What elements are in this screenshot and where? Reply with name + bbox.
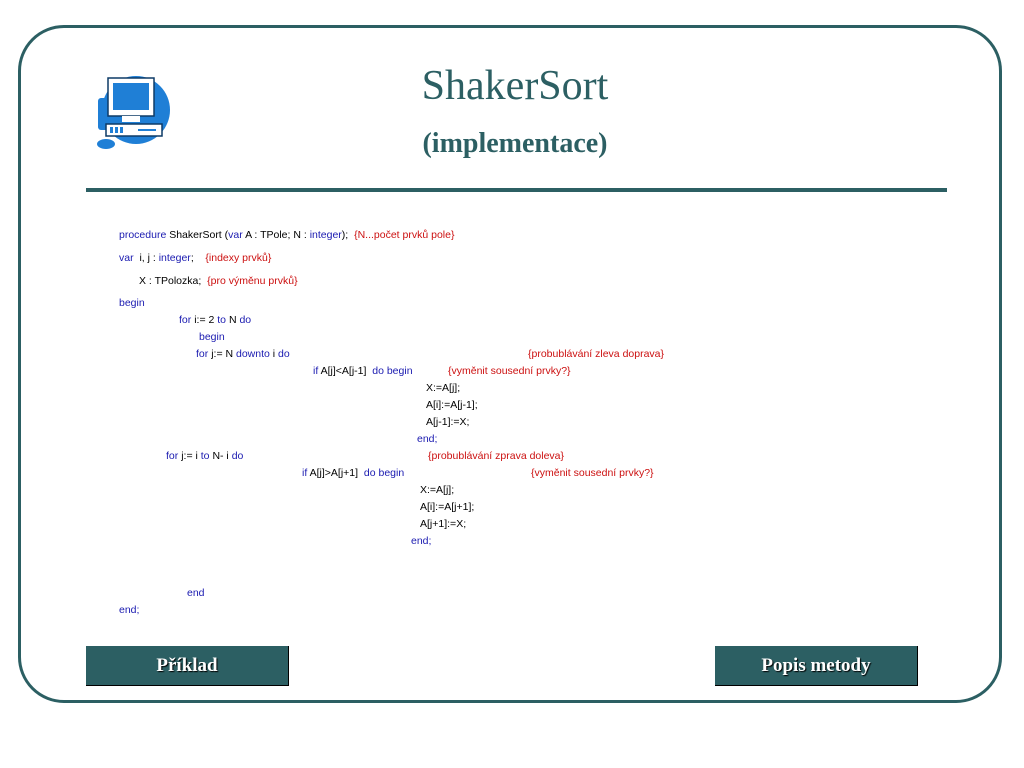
code-comment: {vyměnit sousední prvky?} — [448, 365, 571, 377]
code-text: j:= i — [181, 450, 198, 462]
code-line: end; — [417, 433, 438, 445]
code-keyword: do — [231, 450, 244, 462]
code-keyword: to — [217, 314, 227, 326]
code-keyword: for — [179, 314, 192, 326]
code-keyword: if — [302, 467, 308, 479]
code-comment: {pro výměnu prvků} — [207, 275, 298, 287]
code-line: A[j+1]:=X; — [420, 518, 467, 530]
code-line: begin — [199, 331, 225, 343]
code-line: end; — [411, 535, 432, 547]
code-text: i — [272, 348, 276, 360]
code-comment: {N...počet prvků pole} — [354, 229, 455, 241]
code-keyword: do begin — [372, 365, 413, 377]
code-keyword: do begin — [363, 467, 405, 479]
code-line: for j:= i to N- i do — [166, 450, 243, 463]
code-line: X : TPolozka; {pro výměnu prvků} — [139, 275, 298, 288]
code-comment: {indexy prvků} — [205, 252, 272, 264]
code-keyword: procedure — [119, 229, 167, 241]
code-text: N- i — [212, 450, 229, 462]
code-keyword: if — [313, 365, 319, 377]
code-text: A[j]>A[j+1] — [309, 467, 359, 479]
code-keyword: do — [239, 314, 252, 326]
code-line: X:=A[j]; — [420, 484, 455, 496]
computer-icon — [97, 76, 170, 149]
code-line: procedure ShakerSort (var A : TPole; N :… — [119, 229, 454, 242]
code-text: ShakerSort ( — [169, 229, 229, 241]
code-line: end — [187, 587, 205, 599]
code-keyword: var — [228, 229, 243, 241]
code-comment: {probublávání zprava doleva} — [428, 450, 565, 462]
code-keyword: var — [119, 252, 134, 264]
title-divider — [86, 188, 947, 192]
code-text: j:= N — [211, 348, 234, 360]
code-keyword: for — [196, 348, 209, 360]
code-line: end; — [119, 604, 140, 616]
code-keyword: do — [278, 348, 290, 360]
code-line: A[i]:=A[j-1]; — [426, 399, 478, 411]
code-comment: {vyměnit sousední prvky?} — [531, 467, 654, 479]
code-comment: {probublávání zleva doprava} — [528, 348, 665, 360]
code-text: A[j]<A[j-1] — [320, 365, 367, 377]
code-line: begin — [119, 297, 145, 309]
code-line: if A[j]<A[j-1] do begin — [313, 365, 413, 378]
code-line: X:=A[j]; — [426, 382, 461, 394]
page-title: ShakerSort — [421, 63, 609, 109]
code-text: i:= 2 — [194, 314, 215, 326]
code-line: A[j-1]:=X; — [426, 416, 470, 428]
code-keyword: to — [200, 450, 210, 462]
code-text: ; — [190, 252, 194, 264]
code-text: X : TPolozka; — [139, 275, 202, 287]
code-line: for j:= N downto i do — [196, 348, 290, 361]
code-line: var i, j : integer; {indexy prvků} — [119, 252, 271, 265]
page-subtitle: (implementace) — [422, 128, 608, 159]
code-keyword: for — [166, 450, 179, 462]
code-keyword: integer — [158, 252, 191, 264]
code-line: if A[j]>A[j+1] do begin — [302, 467, 404, 480]
code-text: i, j : — [139, 252, 156, 264]
slide-frame — [18, 25, 1002, 703]
code-text: N — [228, 314, 237, 326]
priklad-button[interactable]: Příklad — [86, 646, 289, 686]
code-line: for i:= 2 to N do — [179, 314, 251, 327]
code-text: ); — [341, 229, 349, 241]
code-keyword: integer — [309, 229, 342, 241]
code-line: A[i]:=A[j+1]; — [420, 501, 475, 513]
code-text: A : TPole; N : — [245, 229, 307, 241]
popis-metody-button[interactable]: Popis metody — [715, 646, 918, 686]
code-keyword: downto — [236, 348, 270, 360]
